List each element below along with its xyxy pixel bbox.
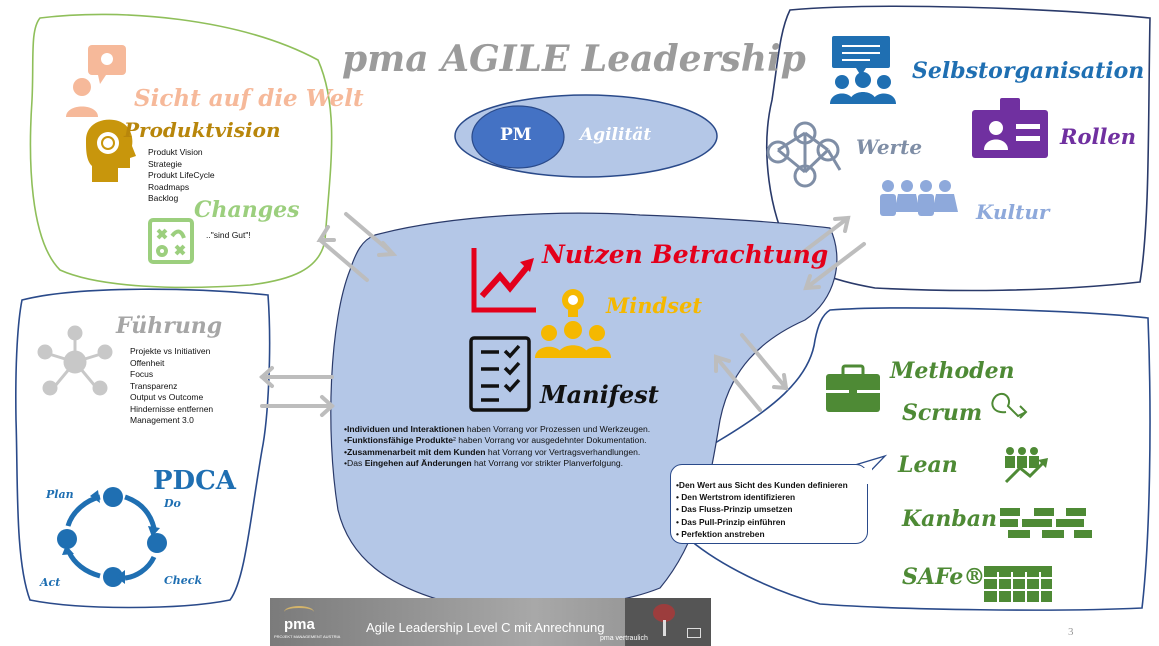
lean-team-icon [1005, 447, 1039, 468]
kanban-board-icon [1000, 508, 1092, 538]
werte-network-icon [766, 121, 842, 188]
pdca-check: Check [164, 574, 203, 587]
kanban-heading: Kanban [902, 506, 998, 532]
brain-head-icon [86, 119, 136, 182]
changes-board-icon [148, 218, 194, 264]
list-item: Produkt LifeCycle [148, 170, 215, 180]
list-item: Offenheit [130, 357, 165, 368]
top-right-cloud [766, 5, 1151, 292]
lean-principles-box [670, 464, 868, 544]
footer-confidential: pma vertraulich [600, 635, 648, 642]
fuehrung-heading: Führung [116, 313, 223, 339]
list-item: • Das Fluss-Prinzip umsetzen [676, 504, 793, 515]
manifest-line: •Zusammenarbeit mit dem Kunden hat Vorra… [344, 446, 641, 457]
pdca-plan: Plan [46, 488, 74, 501]
pdca-cycle [57, 487, 167, 587]
lean-box-joint [842, 468, 872, 484]
footer-banner: pma PROJEKT MANAGEMENT AUSTRIA Agile Lea… [270, 598, 711, 646]
thinking-person-icon [66, 45, 126, 117]
rollen-heading: Rollen [1060, 124, 1137, 149]
manifest-line: •Das Eingehen auf Änderungen hat Vorrang… [344, 458, 624, 469]
pm-label: PM [500, 125, 532, 145]
left-cloud [15, 288, 271, 609]
nutzen-heading: Nutzen Betrachtung [542, 240, 829, 269]
methoden-heading: Methoden [890, 358, 1015, 384]
footer-title: Agile Leadership Level C mit Anrechnung [366, 620, 605, 635]
manifest-heading: Manifest [540, 380, 659, 409]
list-item: • Das Pull-Prinzip einführen [676, 516, 786, 527]
scrum-cycle-icon [991, 392, 1028, 419]
list-item: Focus [130, 369, 154, 379]
list-item: Management 3.0 [130, 415, 194, 425]
changes-heading: Changes [194, 197, 300, 223]
sicht-heading: Sicht auf die Welt [134, 85, 364, 112]
list-item: •Den Wert aus Sicht des Kunden definiere… [676, 480, 848, 490]
produktvision-heading: Produktvision [124, 118, 281, 142]
logo-mark [284, 606, 314, 618]
footer-logo: pma [284, 616, 315, 633]
pdca-act: Act [40, 576, 61, 589]
pdca-do: Do [164, 497, 181, 510]
agility-label: Agilität [580, 125, 652, 145]
list-item: Backlog [148, 193, 179, 203]
list-item: Hindernisse entfernen [130, 403, 214, 414]
kultur-heading: Kultur [976, 200, 1050, 224]
manifest-line: •Individuen und Interaktionen haben Vorr… [344, 424, 651, 434]
mindset-heading: Mindset [606, 293, 703, 318]
network-people-icon [37, 325, 113, 396]
werte-heading: Werte [856, 135, 923, 159]
manifest-text: •Individuen und Interaktionen haben Vorr… [344, 424, 650, 470]
changes-note: .."sind Gut"! [206, 230, 251, 240]
lean-principles-list: •Den Wert aus Sicht des Kunden definiere… [676, 479, 848, 540]
list-item: • Den Wertstrom identifizieren [676, 492, 796, 503]
scrum-heading: Scrum [902, 400, 983, 426]
list-item: Transparenz [130, 380, 178, 391]
selbst-heading: Selbstorganisation [912, 58, 1145, 84]
pm-circle [471, 105, 565, 169]
top-left-cloud [29, 13, 333, 289]
list-item: Projekte vs Initiativen [130, 346, 211, 356]
fuehrung-list: Projekte vs Initiativen Offenheit Focus … [130, 346, 213, 427]
list-item: Produkt Vision [148, 147, 203, 157]
safe-grid-icon [984, 566, 1052, 602]
kultur-people-icon [880, 180, 958, 216]
list-item: • Perfektion anstreben [676, 528, 765, 539]
growth-chart-icon [471, 248, 536, 313]
footer-photo [625, 598, 711, 646]
list-item: Strategie [148, 158, 183, 169]
checklist-icon [469, 336, 531, 412]
page-title: pma AGILE Leadership [342, 38, 806, 80]
page-number: 3 [1068, 626, 1074, 638]
manifest-line: •Funktionsfähige Produkte² haben Vorrang… [344, 435, 647, 446]
list-item: Roadmaps [148, 181, 190, 192]
list-item: Output vs Outcome [130, 392, 204, 402]
bottom-right-cloud [674, 307, 1151, 611]
id-badge-icon [972, 98, 1048, 158]
safe-heading: SAFe® [902, 564, 986, 590]
lean-heading: Lean [898, 452, 958, 478]
produktvision-list: Produkt Vision Strategie Produkt LifeCyc… [148, 147, 215, 205]
footer-logo-sub: PROJEKT MANAGEMENT AUSTRIA [274, 634, 341, 639]
pdca-heading: PDCA [153, 466, 236, 496]
briefcase-icon [826, 364, 880, 412]
